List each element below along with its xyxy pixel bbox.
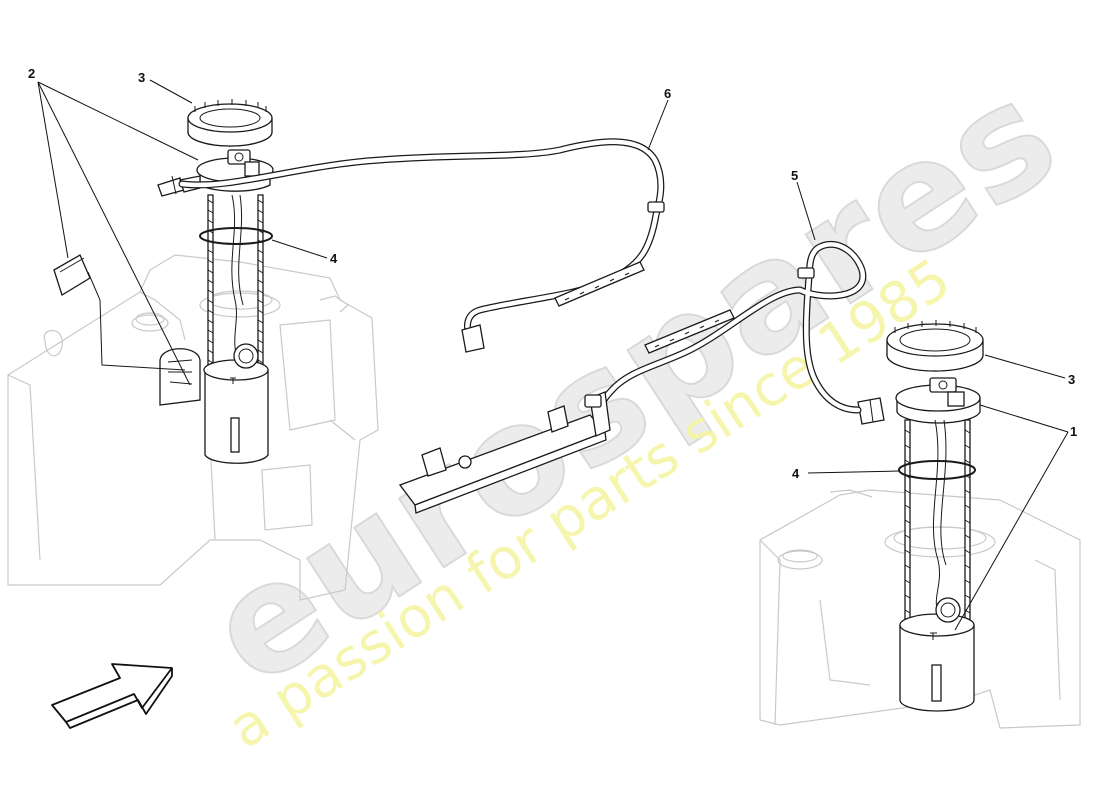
left-pump-flange xyxy=(157,149,274,197)
callout-4-right: 4 xyxy=(792,466,800,481)
hose-6 xyxy=(178,138,665,353)
right-lock-ring xyxy=(886,320,984,372)
callout-2: 2 xyxy=(28,66,35,81)
left-level-sender xyxy=(53,254,201,406)
left-pump-body xyxy=(203,343,269,464)
callout-5: 5 xyxy=(791,168,798,183)
hose-sleeves xyxy=(554,261,735,354)
direction-arrow-icon xyxy=(51,663,173,729)
right-fuel-tank xyxy=(759,489,1081,729)
right-o-ring xyxy=(898,460,976,480)
left-lock-ring xyxy=(187,99,273,147)
fuel-rail xyxy=(398,391,611,514)
right-pump-assembly xyxy=(857,320,984,712)
callout-3-left: 3 xyxy=(138,70,145,85)
right-pump-body xyxy=(899,597,975,712)
hose-5 xyxy=(594,240,867,424)
leader-lines xyxy=(37,79,1069,631)
callout-6: 6 xyxy=(664,86,671,101)
callout-4-left: 4 xyxy=(330,251,338,266)
right-guide-rods xyxy=(904,419,971,626)
callout-3-right: 3 xyxy=(1068,372,1075,387)
callout-1: 1 xyxy=(1070,424,1077,439)
left-o-ring xyxy=(199,227,273,245)
callout-labels: 2 3 4 6 5 3 1 4 xyxy=(28,66,1077,481)
left-pump-assembly xyxy=(53,99,274,464)
right-pump-flange xyxy=(857,377,981,425)
